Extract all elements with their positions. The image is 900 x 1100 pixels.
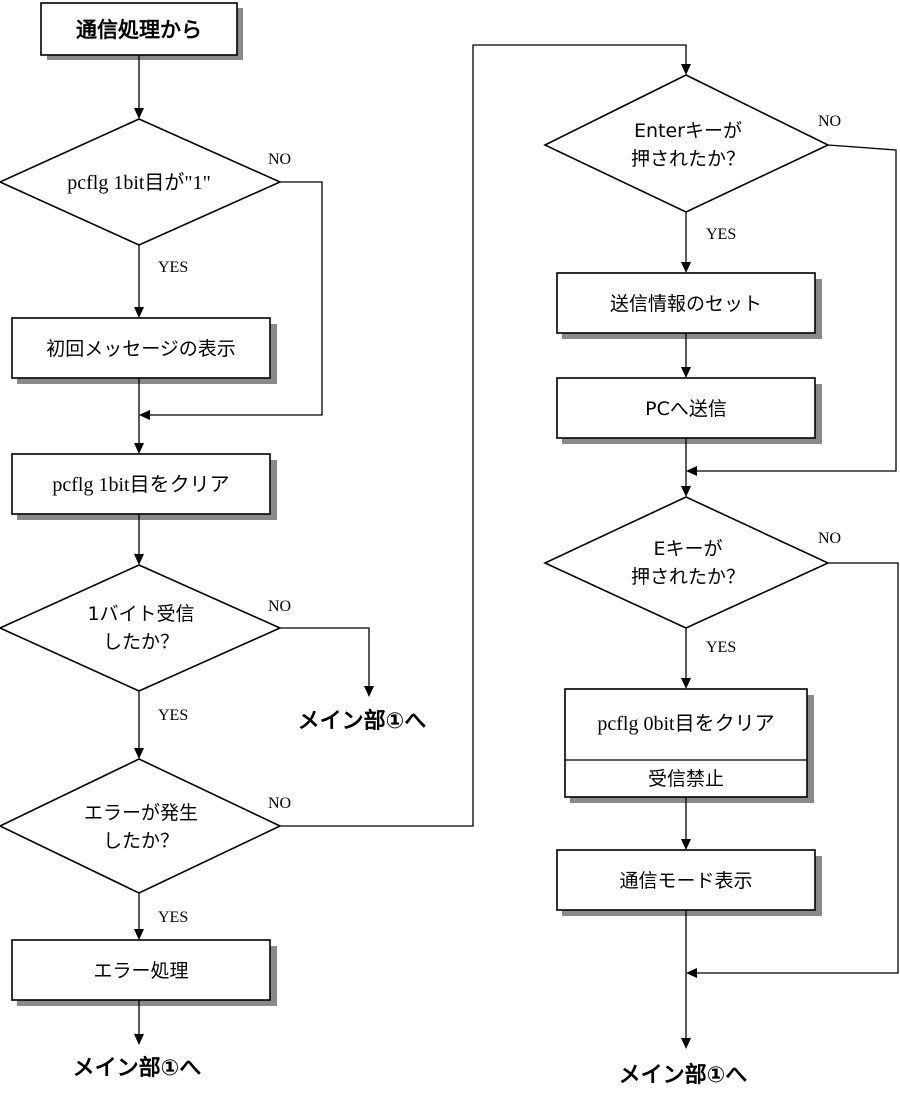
decision-e-key-pressed — [543, 496, 830, 629]
process-clear-pcflg-1bit — [11, 453, 271, 515]
process-disable-receive-label: 受信禁止 — [648, 768, 724, 790]
process-first-message-label: 初回メッセージの表示 — [46, 338, 236, 360]
d1-no-label: NO — [268, 151, 291, 168]
process-first-message — [11, 317, 271, 379]
process-set-send-info-label: 送信情報のセット — [610, 293, 762, 315]
d2-no-label: NO — [268, 598, 291, 615]
d5-no-label: NO — [818, 530, 841, 547]
process-show-comm-mode — [556, 849, 816, 911]
decision-e-key-pressed-line2: 押されたか？ — [631, 566, 745, 588]
decision-enter-pressed — [543, 74, 830, 213]
process-error-handling-label: エラー処理 — [93, 960, 188, 982]
decision-byte-received-line1: 1バイト受信 — [87, 603, 194, 625]
process-clear-pcflg-0bit — [564, 688, 808, 798]
d2-yes-label: YES — [158, 707, 188, 724]
decision-error-occurred-line2: したか？ — [103, 830, 179, 852]
d5-yes-label: YES — [706, 639, 736, 656]
to-main-terminal-1: メイン部①へ — [298, 708, 427, 734]
start-box — [40, 2, 238, 56]
process-clear-pcflg-0bit-label: pcflg 0bit目をクリア — [597, 712, 774, 735]
decision-e-key-pressed-line1: Eキーが — [653, 538, 722, 560]
to-main-terminal-2: メイン部①へ — [73, 1055, 202, 1081]
process-clear-pcflg-1bit-label: pcflg 1bit目をクリア — [52, 473, 229, 496]
d4-yes-label: YES — [706, 226, 736, 243]
decision-byte-received — [0, 564, 282, 692]
d1-yes-label: YES — [158, 259, 188, 276]
start-label: 通信処理から — [76, 18, 202, 42]
process-error-handling — [11, 939, 271, 1001]
decision-pcflg-1bit-label: pcflg 1bit目が"1" — [67, 171, 211, 194]
decision-enter-pressed-line2: 押されたか？ — [631, 148, 745, 170]
decision-error-occurred-line1: エラーが発生 — [84, 802, 198, 824]
d3-no-label: NO — [268, 795, 291, 812]
decision-enter-pressed-line1: Enterキーが — [634, 120, 742, 142]
d3-yes-label: YES — [158, 909, 188, 926]
process-send-to-pc-label: PCへ送信 — [645, 398, 727, 420]
decision-error-occurred — [0, 758, 282, 894]
to-main-terminal-3: メイン部①へ — [619, 1062, 748, 1088]
d4-no-label: NO — [818, 113, 841, 130]
process-send-to-pc — [556, 377, 816, 439]
process-set-send-info — [556, 272, 816, 334]
process-show-comm-mode-label: 通信モード表示 — [619, 870, 752, 892]
decision-byte-received-line2: したか？ — [103, 631, 179, 653]
